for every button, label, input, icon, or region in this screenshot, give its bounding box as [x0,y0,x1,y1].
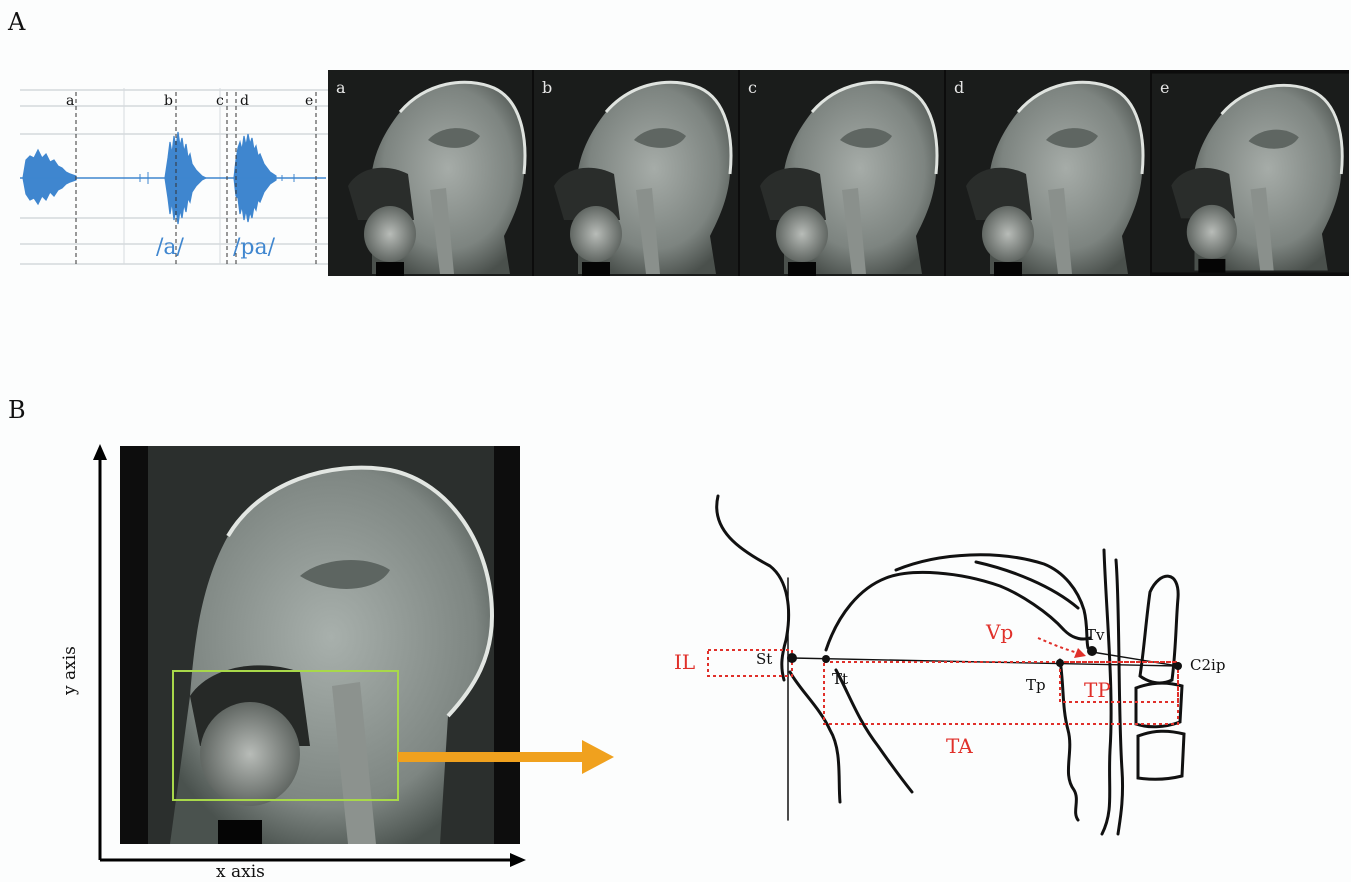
label-st: St [756,650,772,668]
label-c2ip: C2ip [1190,656,1225,674]
frame-label-c: c [748,78,757,97]
label-tt: Tt [832,670,848,688]
point-tt [822,655,830,663]
tongue-base-contour [1060,660,1078,820]
x-axis-label: x axis [216,862,265,882]
zoom-arrow-icon [398,738,618,778]
frame-label-e: e [1160,78,1169,97]
point-tp [1056,659,1064,667]
y-axis-label: y axis [60,646,80,695]
mri-frame-e: e [1152,70,1349,276]
frame-label-a: a [336,78,346,97]
marker-c: c [216,93,224,109]
palate-contour [826,572,1090,650]
tongue-front-contour [836,670,912,792]
x-axis-arrowhead-icon [510,853,526,867]
mri-frame-c: c [740,70,944,276]
label-tv: Tv [1086,626,1104,644]
label-vp: Vp [986,620,1013,644]
vocal-tract-diagram: St Tt Tp Tv C2ip IL TA TP Vp [660,490,1240,840]
lower-lip-contour [790,672,840,802]
region-of-interest-box [173,671,398,800]
phoneme-a: /a/ [156,235,185,260]
marker-b: b [164,93,173,109]
label-il: IL [674,650,695,674]
y-axis-arrowhead-icon [93,444,107,460]
label-tp: Tp [1026,676,1046,694]
panel-b-letter: B [8,396,26,424]
marker-e: e [305,93,313,109]
phoneme-pa: /pa/ [233,235,276,260]
point-c2ip [1174,662,1182,670]
marker-a: a [66,93,74,109]
label-tp-measure: TP [1084,678,1111,702]
point-tv [1087,646,1097,656]
ta-measure-box [824,662,1178,724]
mri-frame-b: b [534,70,738,276]
mri-frame-a: a [328,70,532,276]
upper-lip-contour [717,496,789,680]
audio-waveform: a b c d e /a/ /pa/ [20,88,330,270]
image-axes [80,440,540,870]
marker-d: d [240,93,249,109]
frame-label-d: d [954,78,964,97]
frame-label-b: b [542,78,552,97]
mri-frame-d: d [946,70,1150,276]
mri-frame-strip: a b c d e [328,70,1349,276]
point-st [787,653,797,663]
panel-a-letter: A [8,8,25,36]
label-ta: TA [946,734,973,758]
c2-vertebra-contour [1140,576,1178,683]
il-measure-box [708,650,792,676]
